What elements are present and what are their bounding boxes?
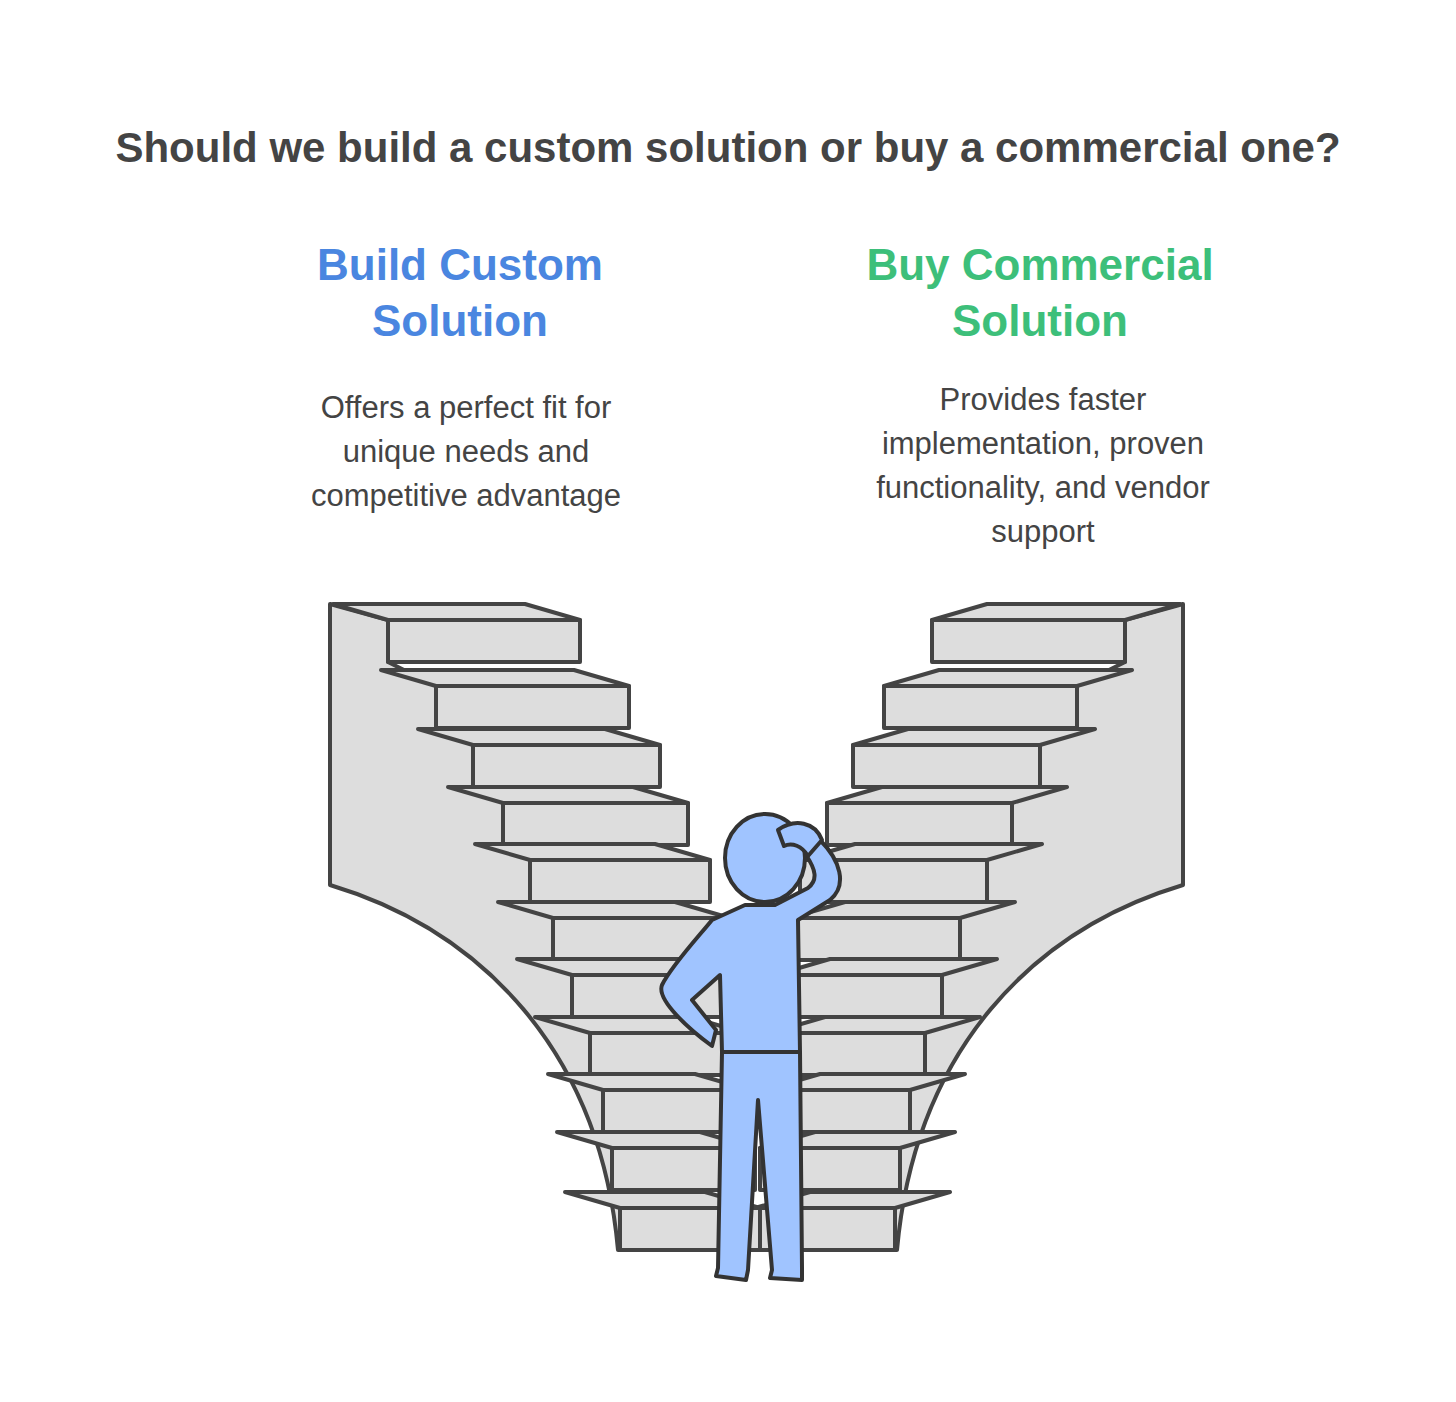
stair-tread [418, 729, 660, 745]
stair-riser [473, 745, 660, 787]
stair-riser [790, 918, 960, 960]
stair-tread [381, 670, 629, 686]
stair-tread [932, 604, 1180, 620]
option-description: Offers a perfect fit for unique needs an… [271, 386, 661, 518]
stair-riser [853, 745, 1040, 787]
stair-riser [884, 686, 1077, 728]
stair-riser [530, 860, 710, 902]
stair-riser [436, 686, 629, 728]
stair-tread [775, 959, 997, 975]
stair-tread [827, 787, 1067, 803]
stair-tread [498, 902, 730, 918]
stair-tread [853, 729, 1095, 745]
option-heading: Build Custom Solution [260, 237, 660, 349]
option-heading: Buy Commercial Solution [830, 237, 1250, 349]
stair-riser [827, 803, 1012, 845]
thinking-person [661, 814, 840, 1280]
hand [778, 823, 822, 856]
stair-riser [388, 620, 580, 662]
stair-tread [448, 787, 688, 803]
legs [716, 1052, 802, 1280]
stair-tread [884, 670, 1132, 686]
stair-riser [932, 620, 1125, 662]
stair-tread [475, 844, 710, 860]
option-description: Provides faster implementation, proven f… [833, 378, 1253, 554]
stair-tread [800, 844, 1042, 860]
stair-tread [333, 604, 580, 620]
diagram-title: Should we build a custom solution or buy… [18, 123, 1438, 173]
stair-riser [503, 803, 688, 845]
